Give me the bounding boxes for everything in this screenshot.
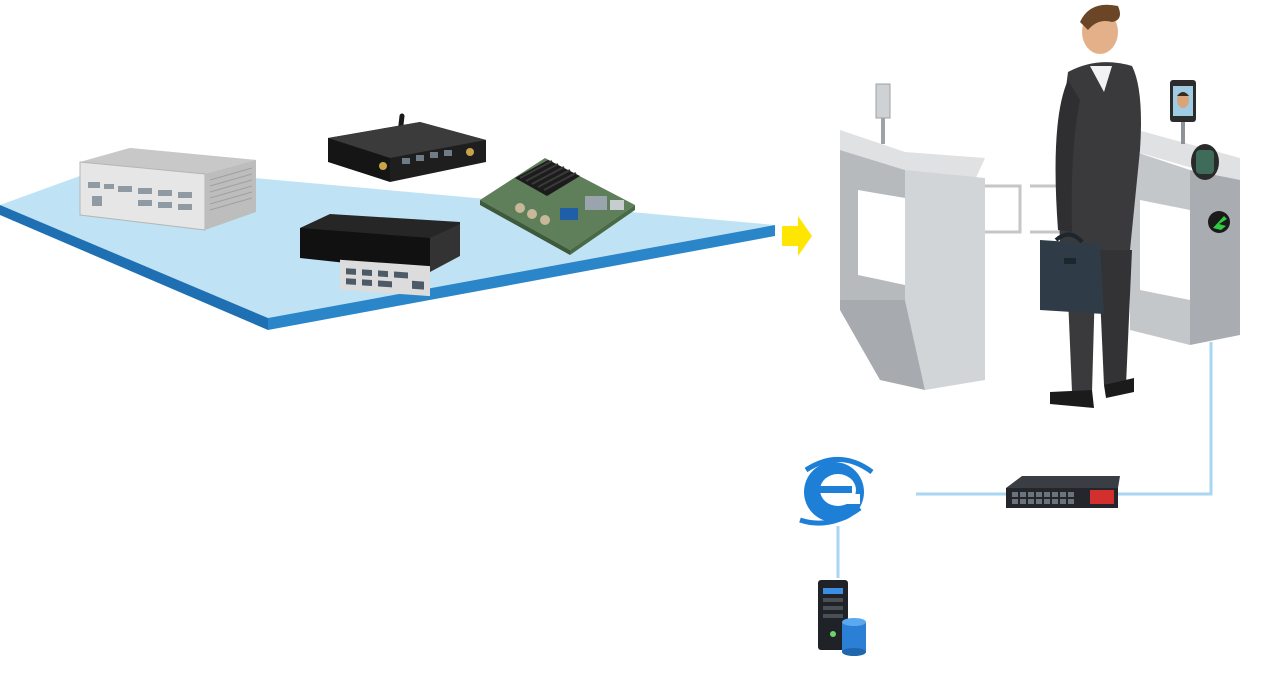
turnstile-to-switch-line — [1118, 342, 1213, 496]
platform-edge — [0, 205, 268, 330]
internet-explorer-icon — [799, 457, 874, 526]
face-recognition-terminal-icon — [1170, 80, 1196, 144]
network-switch-icon — [1006, 476, 1120, 508]
network-connectors — [836, 342, 1213, 578]
server-database-icon — [818, 580, 866, 656]
database-cylinder — [842, 618, 866, 656]
embedded-pc-icon — [300, 214, 460, 297]
right-arrow-icon — [782, 216, 812, 256]
turnstile-gate-icon — [840, 83, 1240, 390]
industrial-box-pc-icon — [79, 148, 256, 231]
heatsink — [515, 160, 580, 196]
businessman-icon — [1040, 4, 1141, 408]
motherboard-icon — [480, 158, 635, 255]
platform-edge-right — [268, 225, 775, 330]
mini-pc-wifi-icon — [328, 113, 486, 182]
